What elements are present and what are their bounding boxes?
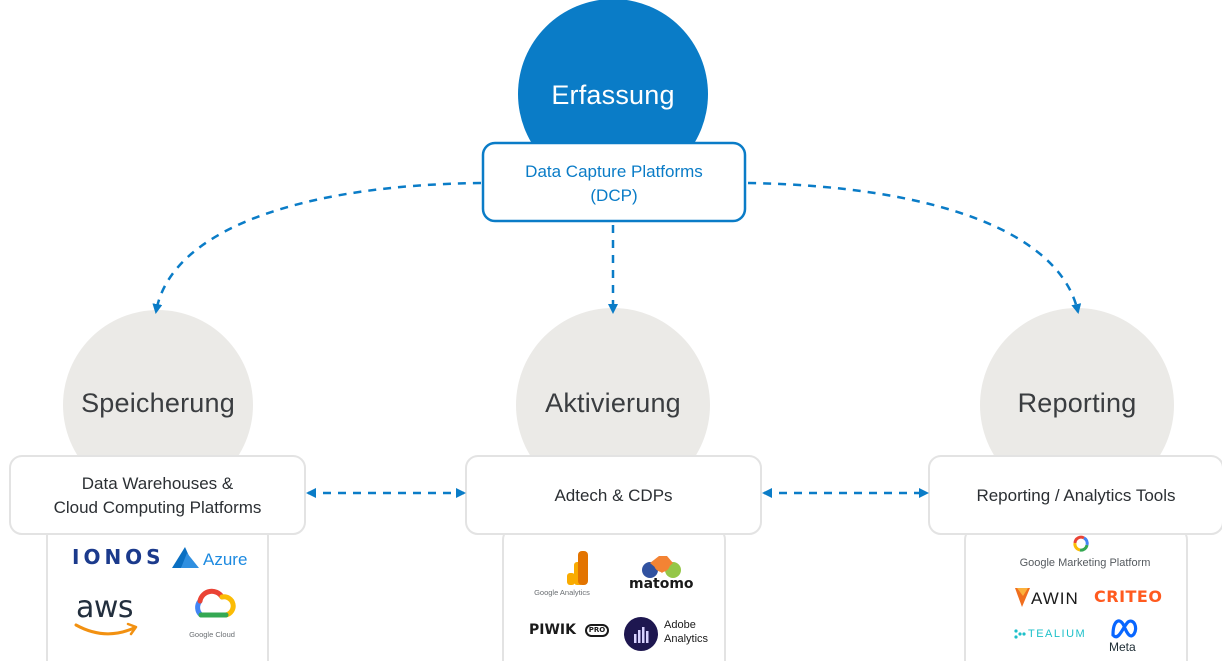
piwik-logo-text: PIWIK [529, 622, 576, 638]
storage-box-line2: Cloud Computing Platforms [53, 498, 262, 517]
tealium-logo-text: TEALIUM [1028, 628, 1087, 640]
reporting-circle [980, 308, 1174, 502]
tealium-icon [1014, 629, 1026, 639]
dcp-label-line1: Data Capture Platforms [525, 162, 703, 181]
activation-box [465, 455, 762, 535]
matomo-logo-text: matomo [629, 576, 694, 592]
azure-icon [172, 547, 199, 568]
criteo-logo-text: CRITEO [1094, 587, 1163, 606]
erfassung-circle [518, 0, 708, 189]
erfassung-title: Erfassung [551, 80, 675, 110]
arrow-to-reporting [747, 181, 1082, 314]
amazon-smile-icon [74, 622, 138, 636]
reporting-box [928, 455, 1222, 535]
dcp-label-line2: (DCP) [590, 186, 638, 205]
awin-logo-text: AWIN [1031, 589, 1079, 608]
google-cloud-text: Google Cloud [189, 630, 235, 639]
matomo-icon [642, 556, 681, 578]
arrow-to-speicherung [152, 181, 482, 314]
gmp-logo-text: Google Marketing Platform [1019, 557, 1151, 569]
meta-logo-text: Meta [1109, 640, 1136, 654]
reporting-box-label: Reporting / Analytics Tools [976, 486, 1176, 505]
google-analytics-icon [567, 551, 588, 585]
azure-logo-text: Azure [203, 550, 248, 569]
piwik-pro-badge [585, 624, 609, 637]
ionos-logo: IONOS [72, 545, 165, 569]
analytics-text: Analytics [664, 633, 709, 645]
pro-badge-text: PRO [588, 626, 606, 634]
meta-icon [1111, 619, 1138, 639]
reporting-title: Reporting [1017, 388, 1137, 418]
storage-box-line1: Data Warehouses & [81, 474, 234, 493]
google-cloud-icon [195, 588, 236, 618]
awin-icon [1015, 588, 1030, 607]
adobe-analytics-icon [624, 617, 658, 651]
gmp-icon [1073, 535, 1089, 552]
activation-box-label: Adtech & CDPs [554, 486, 673, 505]
dcp-box [481, 141, 747, 223]
speicherung-circle [63, 310, 253, 500]
speicherung-title: Speicherung [81, 388, 235, 418]
google-analytics-text: Google Analytics [534, 588, 590, 597]
aws-logo-text: aws [76, 590, 134, 625]
aktivierung-title: Aktivierung [545, 388, 681, 418]
storage-box [9, 455, 306, 535]
aktivierung-circle [516, 308, 710, 502]
adobe-text: Adobe [664, 619, 696, 631]
